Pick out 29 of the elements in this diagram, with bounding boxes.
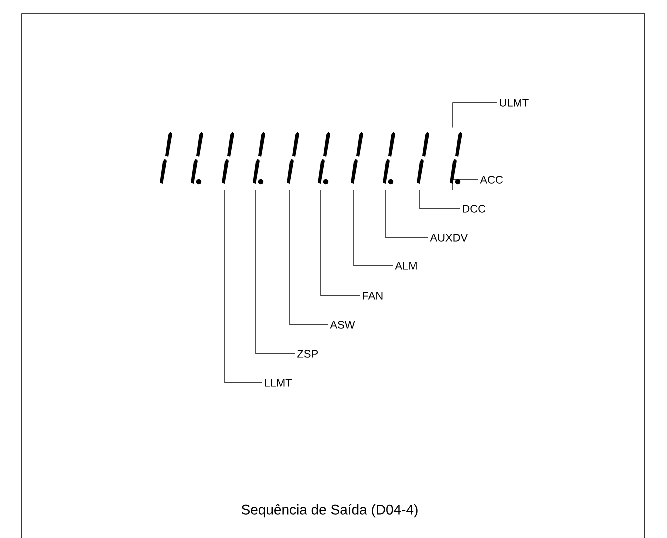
leader-line: [354, 190, 394, 266]
leader-line: [452, 102, 498, 128]
display-segment: [318, 132, 330, 185]
segment-label: ASW: [330, 321, 356, 329]
segment-label: LLMT: [265, 379, 292, 387]
leader-line: [420, 190, 460, 210]
leader-line: [224, 190, 262, 384]
leader-line: [386, 190, 428, 238]
leader-line: [452, 180, 478, 191]
display-segment: [351, 132, 364, 184]
leader-line: [290, 190, 328, 326]
leader-line: [320, 190, 360, 296]
segment-label: FAN: [363, 292, 383, 300]
display-segment: [417, 132, 430, 184]
display-segment: [222, 132, 234, 184]
display-segment: [160, 132, 172, 184]
display-segment: [191, 132, 204, 185]
display-segment: [253, 132, 266, 185]
display-segment: [287, 132, 300, 184]
segment-label: ZSP: [298, 350, 318, 358]
segment-label: ULMT: [500, 99, 529, 107]
leader-line: [256, 190, 296, 354]
display-segment: [383, 132, 396, 185]
caption: Sequência de Saída (D04-4): [242, 504, 418, 518]
segment-label: DCC: [463, 205, 486, 213]
segment-label: AUXDV: [430, 234, 468, 242]
segment-label: ACC: [480, 176, 503, 184]
display-segment: [450, 132, 462, 185]
segment-label: ALM: [395, 262, 417, 270]
